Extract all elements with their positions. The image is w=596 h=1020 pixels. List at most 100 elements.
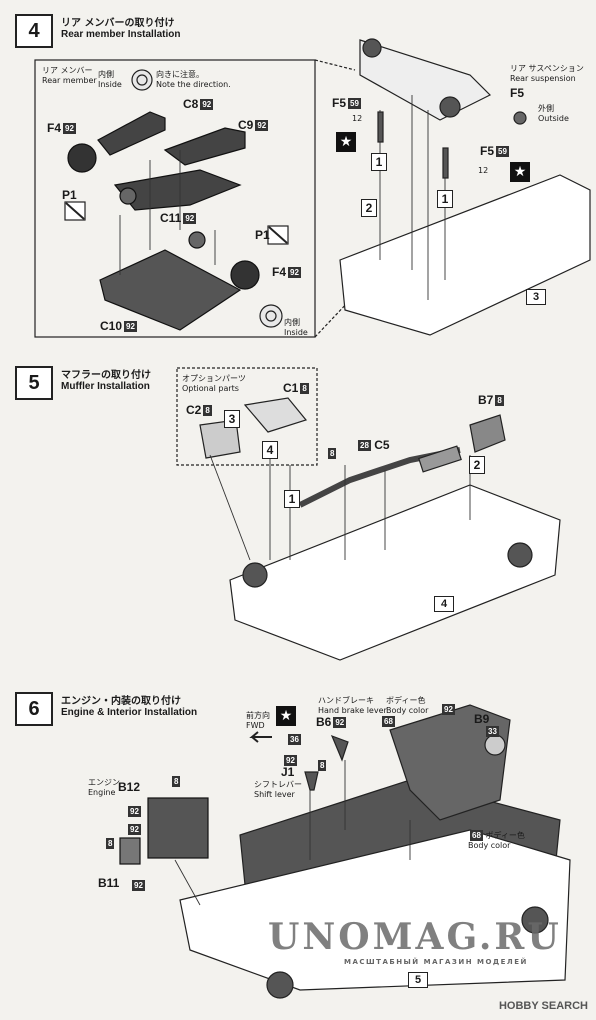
brand-logo: HOBBY SEARCH [498,1000,588,1012]
tag-8-b11: 8 [106,838,115,849]
part-label-b11: B11 [98,876,120,890]
watermark: UNOMAG.RU [268,916,562,958]
chassis-step4 [339,174,591,336]
optional-parts-box [176,367,318,466]
body-color-label-2: 68 ボディー色 Body color [468,830,525,850]
part-label-f5-callout: F5 [510,86,525,100]
inside-wheel-icon [131,69,153,91]
part-j1 [304,771,319,791]
step-5-header: 5 マフラーの取り付け Muffler Installation [15,366,151,400]
order-number-4: 4 [262,441,278,459]
engine-block-b12 [147,797,209,859]
rear-member-subassembly-frame [34,59,316,338]
shock-f5-right [442,147,449,179]
step-title-en: Rear member Installation [61,29,181,40]
qty-12-left: 12 [352,114,363,123]
step-title-en: Engine & Interior Installation [61,707,198,718]
tag-92-seat: 92 [442,704,455,715]
part-label-p1-left: P1 [62,188,77,202]
chassis-step5 [229,484,561,661]
part-c10 [99,249,242,331]
part-label-b9: B9 [474,712,490,726]
step-title-jp: マフラーの取り付け [61,370,151,381]
step-title-en: Muffler Installation [61,381,150,392]
watermark-sub: МАСШТАБНЫЙ МАГАЗИН МОДЕЛЕЙ [344,958,528,966]
part-label-p1-right: P1 [255,228,270,242]
part-c11 [113,169,242,211]
tag-92-b11: 92 [132,880,145,891]
note-direction-label: 向きに注意。Note the direction. [156,70,231,89]
ref-box-4: 4 [434,596,454,612]
part-label-c5: 28 C5 [358,438,390,452]
star-icon: ★ [510,162,530,182]
order-number-2: 2 [361,199,377,217]
part-b7 [469,414,506,453]
chassis-step6 [179,829,571,991]
part-b11 [119,837,141,865]
order-number-2: 2 [469,456,485,474]
part-b9-seat [389,704,511,821]
step-number: 5 [15,366,53,400]
step-number: 6 [15,692,53,726]
tag-8-engine: 8 [172,776,181,787]
step-title-jp: エンジン・内装の取り付け [61,696,181,707]
part-tag-8: 8 [328,448,337,459]
rear-member-parts [67,111,260,331]
wheel-f4-right [230,260,260,290]
tag-92-engine-2: 92 [128,824,141,835]
part-c8 [97,111,166,156]
part-c9 [163,127,246,166]
wheel-f4-left [67,143,97,173]
step-title-jp: リア メンバーの取り付け [61,18,175,29]
tag-68: 68 [382,716,395,727]
ref-box-5: 5 [408,972,428,988]
part-label-j1: J1 [281,765,295,779]
tag-92-j1: 92 [284,755,297,766]
ref-box-3: 3 [526,289,546,305]
inside-wheel-icon-2 [259,304,283,328]
tag-8-j1: 8 [318,760,327,771]
star-icon: ★ [276,706,296,726]
step-number: 4 [15,14,53,48]
order-number-1: 1 [284,490,300,508]
part-label-b12: B12 [118,780,141,794]
tag-33: 33 [486,726,499,737]
star-icon: ★ [336,132,356,152]
part-c5 [418,445,462,473]
tag-92-engine-1: 92 [128,806,141,817]
order-number-1: 1 [371,153,387,171]
step-6-header: 6 エンジン・内装の取り付け Engine & Interior Install… [15,692,197,726]
step-4-header: 4 リア メンバーの取り付け Rear member Installation [15,14,180,48]
qty-12-right: 12 [478,166,489,175]
order-number-3: 3 [224,410,240,428]
part-c1 [243,397,308,433]
qty-36: 36 [288,734,301,745]
hand-brake-b6 [330,734,349,762]
shock-f5-left [377,111,384,143]
order-number-1b: 1 [437,190,453,208]
